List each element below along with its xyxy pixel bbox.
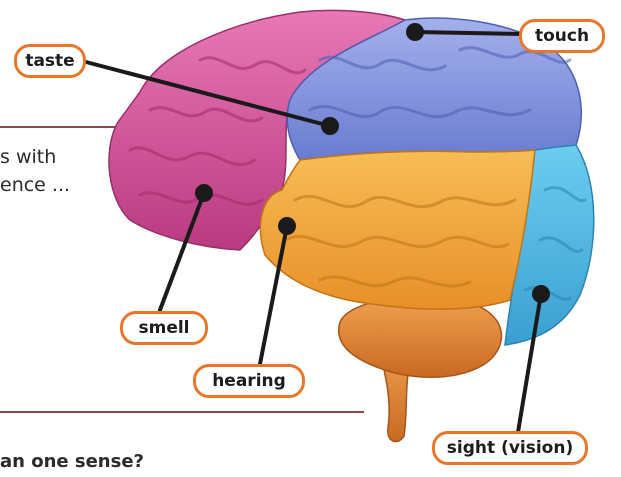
dot-sight bbox=[532, 285, 550, 303]
dot-hearing bbox=[278, 217, 296, 235]
label-touch: touch bbox=[519, 19, 605, 53]
pointer-touch bbox=[415, 32, 522, 34]
label-hearing: hearing bbox=[193, 364, 305, 398]
label-smell: smell bbox=[120, 311, 208, 345]
label-taste: taste bbox=[14, 44, 86, 78]
dot-taste bbox=[321, 117, 339, 135]
temporal-lobe bbox=[260, 150, 535, 309]
label-sight-vision: sight (vision) bbox=[432, 431, 588, 465]
dot-smell bbox=[195, 184, 213, 202]
dot-touch bbox=[406, 23, 424, 41]
